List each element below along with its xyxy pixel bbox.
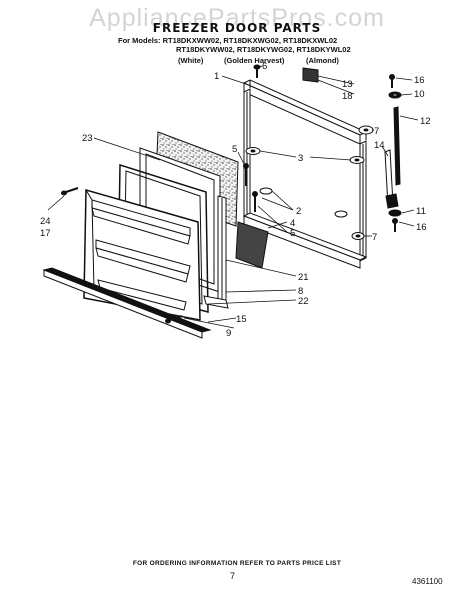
callout-9: 9	[226, 328, 231, 339]
model-line-2: RT18DKYWW02, RT18DKYWG02, RT18DKYWL02	[176, 45, 351, 54]
bushing-10	[388, 91, 402, 99]
callout-24: 24	[40, 216, 51, 227]
screw-9	[165, 315, 183, 324]
screw-16-bottom	[392, 218, 398, 232]
screw-5-lower	[252, 191, 258, 212]
outer-door-panel	[83, 189, 201, 321]
callout-1: 1	[214, 71, 219, 82]
bottom-channel	[242, 212, 368, 269]
leader-lines	[47, 65, 419, 329]
page-title: FREEZER DOOR PARTS	[152, 21, 322, 35]
callout-numbers: 6 1 13 18 16 10 12 7 14 23 5 3 2 4 5 11 …	[40, 61, 431, 339]
callout-10: 10	[414, 89, 425, 100]
breaker-frame	[203, 195, 229, 309]
callout-16-top: 16	[414, 75, 425, 86]
screw-24	[61, 187, 79, 196]
hinge-bracket-14	[384, 149, 399, 209]
callout-7-bottom: 7	[372, 232, 377, 243]
callout-18: 18	[342, 91, 353, 102]
bushing-11	[388, 209, 402, 217]
model-line-1: For Models: RT18DKXWW02, RT18DKXWG02, RT…	[118, 36, 338, 45]
callout-13: 13	[342, 79, 353, 90]
door-handle-bar	[42, 267, 212, 339]
callout-5-lower: 5	[290, 228, 295, 239]
callout-16-bottom: 16	[416, 222, 427, 233]
screw-16-top	[389, 74, 395, 88]
callout-6: 6	[262, 61, 267, 72]
right-channel	[359, 140, 367, 262]
document-number: 4361100	[412, 577, 443, 586]
callout-17: 17	[40, 228, 51, 239]
callout-15: 15	[236, 314, 247, 325]
callout-4: 4	[290, 218, 295, 229]
top-hinge-bracket	[302, 67, 319, 83]
callout-21: 21	[298, 272, 309, 283]
callout-7-top: 7	[374, 126, 379, 137]
callout-5-upper: 5	[232, 144, 237, 155]
callout-2: 2	[296, 206, 301, 217]
callout-23: 23	[82, 133, 93, 144]
hinge-pieces	[245, 147, 365, 218]
ordering-note: FOR ORDERING INFORMATION REFER TO PARTS …	[132, 560, 342, 567]
finish-golden-harvest: (Golden Harvest)	[224, 56, 285, 65]
finish-white: (White)	[178, 56, 204, 65]
callout-11: 11	[416, 206, 426, 217]
washer-7-top	[358, 125, 374, 135]
callout-14: 14	[374, 140, 385, 151]
watermark: AppliancePartsPros.com	[89, 4, 385, 32]
washer-7-bottom	[351, 232, 365, 240]
page-number: 7	[230, 571, 236, 581]
callout-22: 22	[298, 296, 309, 307]
model-list: For Models: RT18DKXWW02, RT18DKXWG02, RT…	[118, 36, 448, 54]
door-closer-rod-12	[393, 106, 401, 186]
finish-almond: (Almond)	[306, 56, 339, 65]
callout-3: 3	[298, 153, 303, 164]
callout-12: 12	[420, 116, 431, 127]
callout-8: 8	[298, 286, 303, 297]
